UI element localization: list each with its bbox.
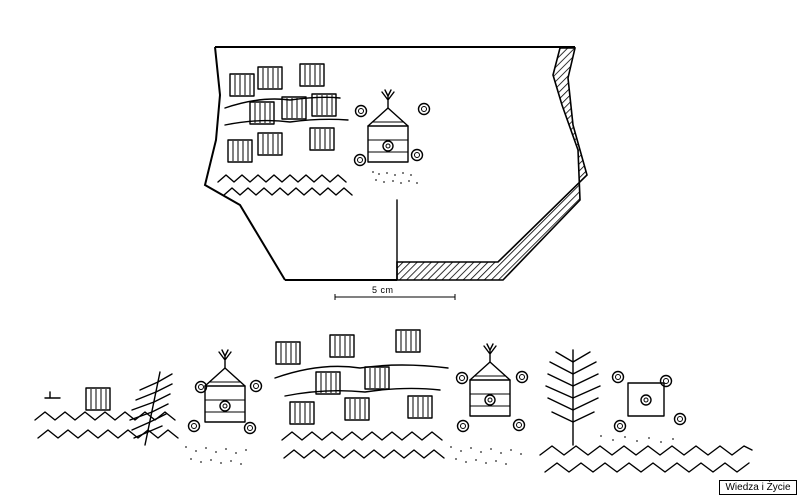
fern-motif-2 xyxy=(546,350,600,445)
fern-motif-1 xyxy=(130,372,172,445)
scale-bar-label: 5 cm xyxy=(372,285,394,295)
credit-label: Wiedza i Życie xyxy=(719,480,797,495)
vessel-section xyxy=(397,48,587,280)
